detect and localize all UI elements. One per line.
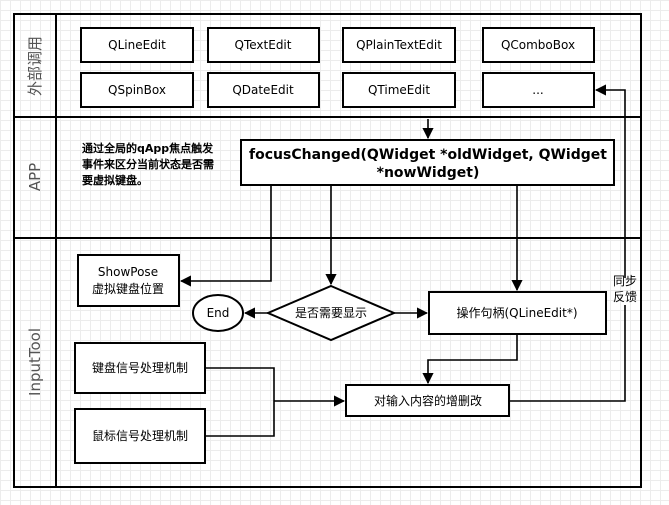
decision-diamond: 是否需要显示 (265, 284, 397, 342)
widget-box-qtimeedit: QTimeEdit (342, 72, 456, 108)
content-edit-box: 对输入内容的增删改 (345, 384, 510, 417)
mouse-signal-box: 鼠标信号处理机制 (74, 408, 206, 464)
widget-box-qcombobox: QComboBox (482, 27, 595, 63)
arrow-sync-feedback (509, 305, 626, 402)
sync-feedback-line-2: 反馈 (613, 290, 637, 304)
widget-box-more: ... (482, 72, 595, 108)
widget-label: QTextEdit (235, 38, 292, 52)
widget-label: QPlainTextEdit (356, 38, 442, 52)
show-pose-box: ShowPose 虚拟键盘位置 (77, 254, 180, 307)
show-pose-line-1: ShowPose (98, 265, 158, 279)
keyboard-signal-box: 键盘信号处理机制 (74, 342, 206, 394)
sync-feedback-line-1: 同步 (613, 274, 637, 288)
lane-label-input-tool: InputTool (26, 328, 44, 396)
app-note-line-2: 事件来区分当前状态是否需 (82, 157, 214, 171)
focus-changed-line-2: *nowWidget) (377, 165, 480, 181)
show-pose-line-2: 虚拟键盘位置 (92, 281, 164, 296)
widget-box-qtextedit: QTextEdit (207, 27, 320, 63)
widget-label: QLineEdit (108, 38, 166, 52)
content-edit-label: 对输入内容的增删改 (374, 393, 482, 408)
end-label: End (207, 306, 230, 320)
widget-label: QTimeEdit (368, 83, 430, 97)
widget-box-qdateedit: QDateEdit (207, 72, 320, 108)
focus-changed-box: focusChanged(QWidget *oldWidget, QWidget… (240, 139, 615, 186)
connector-keyboard (205, 367, 275, 401)
widget-box-qspinbox: QSpinBox (80, 72, 194, 108)
lane-label-external: 外部调用 (26, 36, 44, 96)
widget-box-qlineedit: QLineEdit (80, 27, 194, 63)
widget-box-qplaintextedit: QPlainTextEdit (342, 27, 456, 63)
widget-label: QComboBox (501, 38, 575, 52)
focus-changed-line-1: focusChanged(QWidget *oldWidget, QWidget (249, 147, 607, 163)
handle-box: 操作句柄(QLineEdit*) (428, 291, 607, 335)
swimlane-frame (13, 13, 642, 488)
app-note-line-1: 通过全局的qApp焦点触发 (82, 141, 214, 155)
widget-label: QDateEdit (232, 83, 294, 97)
arrow-sync-feedback-up (594, 84, 626, 278)
handle-label: 操作句柄(QLineEdit*) (456, 305, 577, 320)
decision-label: 是否需要显示 (295, 306, 367, 320)
app-note-line-3: 要虚拟键盘。 (82, 173, 148, 187)
arrow-handle-to-content (422, 335, 518, 385)
connector-mouse (205, 401, 275, 437)
keyboard-signal-label: 键盘信号处理机制 (92, 360, 188, 375)
mouse-signal-label: 鼠标信号处理机制 (92, 429, 188, 443)
widget-label: ... (532, 83, 543, 97)
lane-label-app: APP (26, 163, 44, 191)
end-node: End (192, 294, 244, 332)
widget-label: QSpinBox (108, 83, 166, 97)
arrow-focus-to-show-pose (179, 186, 272, 287)
